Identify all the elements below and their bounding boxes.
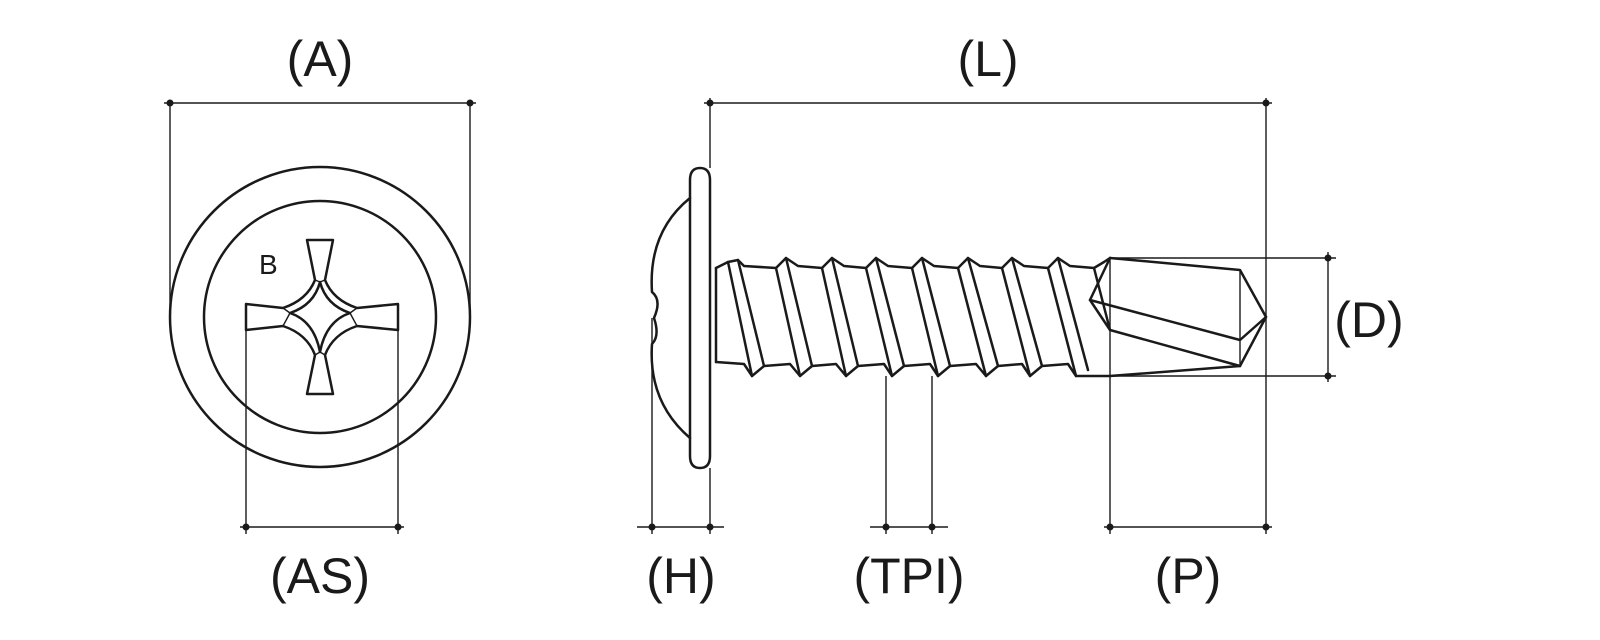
- dim-p-tick-right: [1262, 523, 1270, 531]
- dim-as-tick-right: [394, 523, 402, 531]
- drill-point: [1088, 256, 1268, 378]
- label-h: (H): [646, 548, 715, 604]
- thread-line-3b: [830, 256, 860, 368]
- recess-facet-top-right: [319, 279, 326, 283]
- thread-helix-lines: [726, 256, 1112, 378]
- dim-l-tick-left: [706, 99, 714, 107]
- dimension-p: [1104, 258, 1272, 534]
- dim-tpi-tick-left: [882, 523, 890, 531]
- dim-a-tick-right: [466, 99, 474, 107]
- thread-bottom-profile: [714, 360, 1112, 378]
- thread-line-7b: [1010, 256, 1044, 368]
- thread-line-6b: [966, 256, 1000, 368]
- thread-line-8b: [1056, 256, 1090, 372]
- dim-l-tick-right: [1262, 99, 1270, 107]
- recess-facet-left-bottom: [282, 312, 291, 327]
- label-tpi: (TPI): [853, 548, 964, 604]
- thread-line-5b: [920, 256, 952, 368]
- head-outer-circle: [168, 165, 472, 469]
- thread-line-5: [910, 266, 940, 378]
- dimension-tpi: [870, 376, 948, 534]
- thread-line-2: [774, 266, 802, 378]
- dim-a-tick-left: [166, 99, 174, 107]
- label-as: (AS): [270, 548, 370, 604]
- drive-mark-label: B: [259, 249, 278, 280]
- thread-line-1: [726, 260, 754, 378]
- thread-line-9: [1092, 266, 1112, 332]
- head-top-view: B (A) (AS): [164, 31, 476, 604]
- dimension-as: [240, 317, 404, 534]
- thread-line-1b: [736, 258, 766, 368]
- thread-line-4: [864, 266, 894, 378]
- drill-point-outline: [1108, 256, 1268, 378]
- label-a: (A): [287, 31, 354, 87]
- dim-as-tick-left: [242, 523, 250, 531]
- dimension-l: [704, 98, 1272, 534]
- phillips-inner-cross: [288, 280, 352, 354]
- thread-line-8: [1046, 266, 1078, 378]
- label-p: (P): [1155, 548, 1222, 604]
- thread-line-2b: [784, 256, 814, 368]
- recess-facet-bottom-left: [314, 351, 321, 356]
- dimension-h: [637, 318, 724, 534]
- drill-flute-upper: [1088, 256, 1268, 342]
- dim-h-tick-right: [706, 523, 714, 531]
- recess-facet-right-top: [349, 307, 358, 314]
- head-inner-circle: [202, 199, 438, 435]
- dim-h-tick-left: [648, 523, 656, 531]
- dim-p-tick-left: [1106, 523, 1114, 531]
- thread-top-profile: [714, 256, 1112, 270]
- dimension-a: [164, 99, 476, 317]
- dim-tpi-tick-right: [928, 523, 936, 531]
- thread-line-4b: [874, 256, 906, 368]
- recess-edge-bottom-left: [306, 354, 316, 395]
- dimension-d: [1076, 252, 1336, 382]
- head-dome: [650, 196, 692, 440]
- label-d: (D): [1334, 292, 1403, 348]
- recess-edge-top-right: [324, 239, 334, 281]
- thread-line-6: [956, 266, 988, 378]
- thread-line-7: [1000, 266, 1032, 378]
- dim-d-tick-bottom: [1324, 372, 1332, 380]
- recess-facet-right-bottom: [349, 312, 358, 327]
- head-flange: [688, 166, 712, 470]
- dim-d-tick-top: [1324, 254, 1332, 262]
- screw-side-view: (L) (D) (H) (TPI): [637, 31, 1404, 604]
- thread-line-3: [820, 266, 848, 378]
- recess-facet-bottom-right: [319, 351, 326, 356]
- label-l: (L): [957, 31, 1018, 87]
- phillips-drive-recess: [244, 238, 400, 396]
- recess-edge-bottom-right: [324, 354, 334, 395]
- recess-facet-left-top: [282, 307, 291, 314]
- recess-facet-top-left: [314, 279, 321, 283]
- recess-edge-top-left: [306, 239, 316, 281]
